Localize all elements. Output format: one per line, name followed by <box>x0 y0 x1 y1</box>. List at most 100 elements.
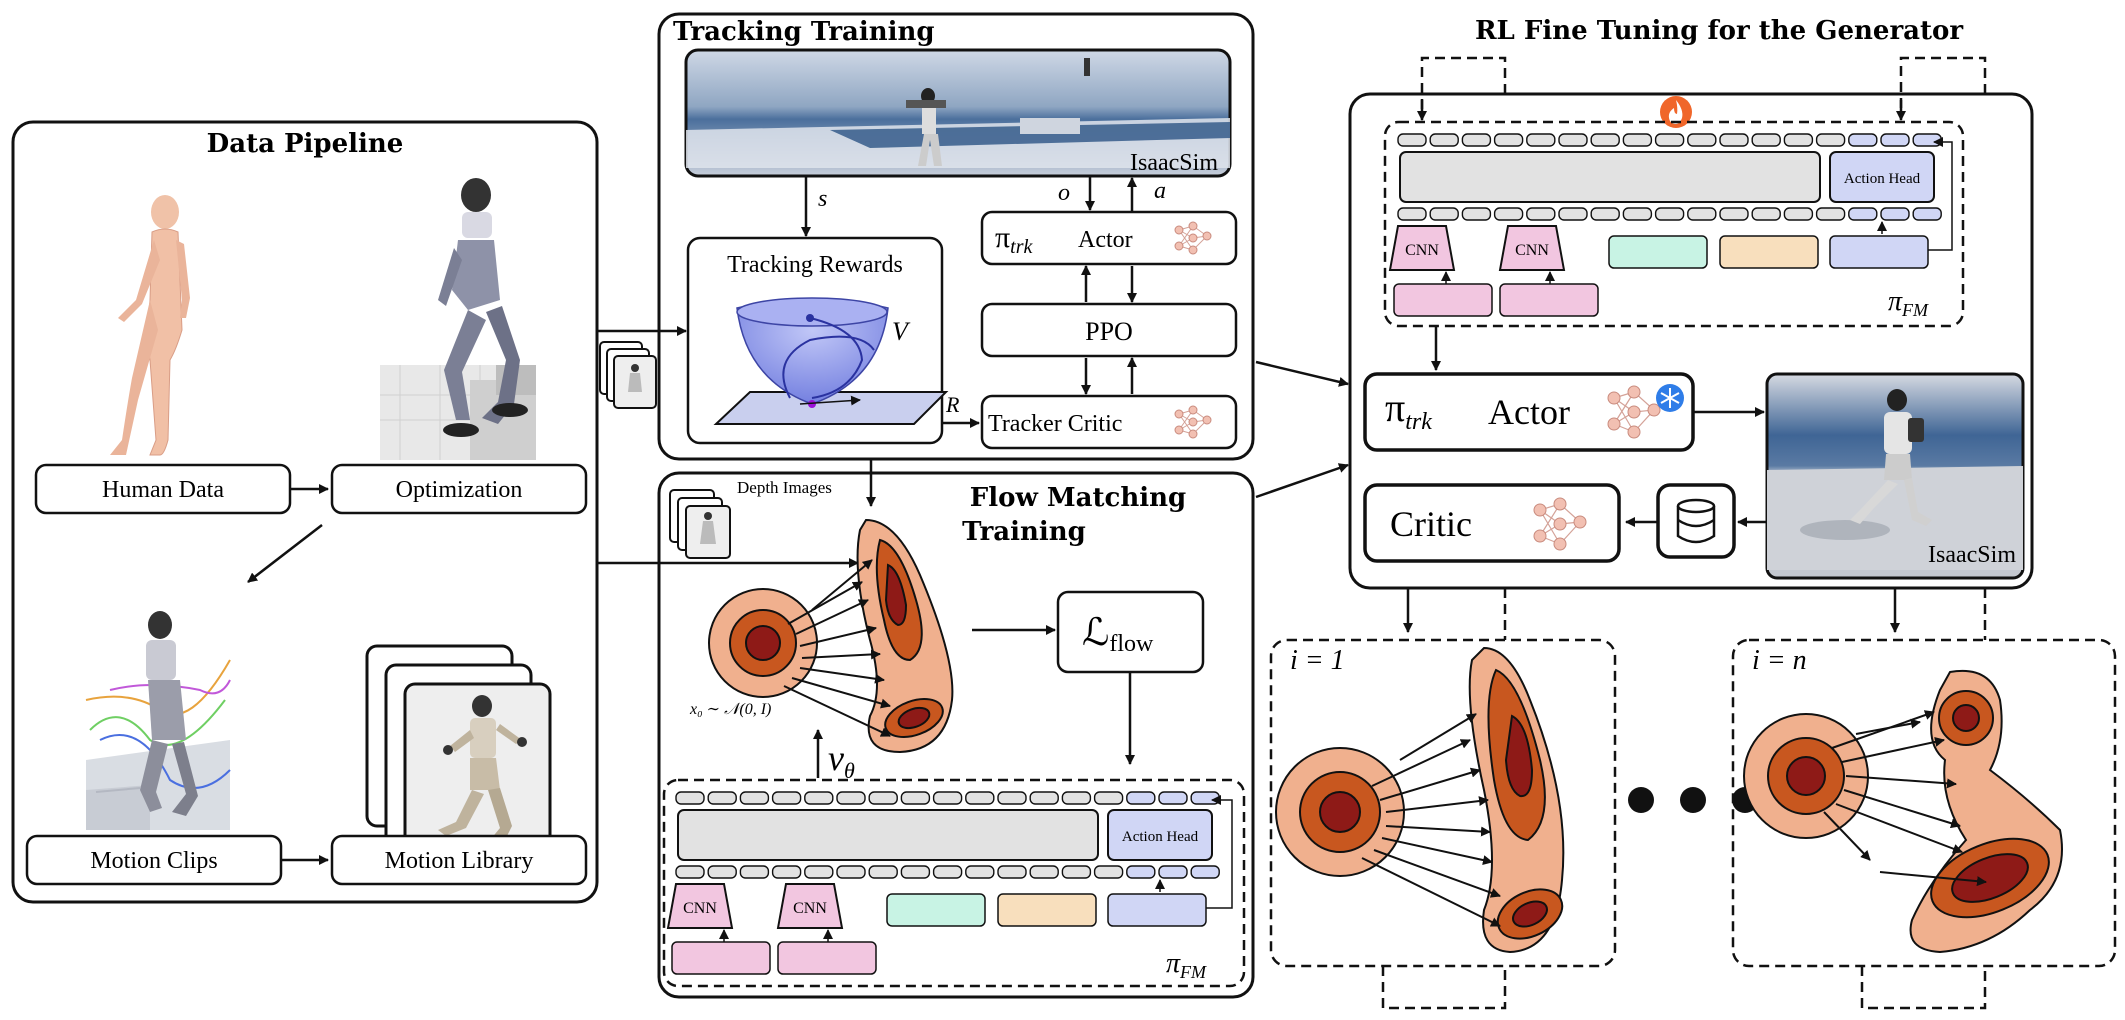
database-icon <box>1676 498 1716 544</box>
depth-images-label: Depth Images <box>737 478 832 497</box>
token-slot <box>1687 133 1717 147</box>
token-slot <box>1397 207 1427 221</box>
pipeline-connectors <box>597 326 859 568</box>
state-s-label: s <box>818 186 827 212</box>
value-bowl-graphic <box>713 297 949 425</box>
rl-finetune-title: RL Fine Tuning for the Generator <box>1475 16 1963 46</box>
rl-policy-network: Action Head CNN CNN πFM <box>1383 120 1965 328</box>
token-slot <box>1029 865 1059 879</box>
token-slot <box>739 865 770 879</box>
rl-critic-label: Critic <box>1390 504 1472 544</box>
flow-pi-fm-sub: FM <box>1179 962 1207 982</box>
motion-library-stack <box>365 644 552 866</box>
x0-distribution-label: x₀ ∼ 𝒩(0, I) <box>689 701 771 718</box>
token-slot <box>771 791 802 805</box>
rl-pi-fm-symbol: π <box>1888 286 1903 317</box>
token-slot <box>739 791 770 805</box>
flow-matching-title-1: Flow Matching <box>970 483 1186 513</box>
isaacsim-rl-image <box>1765 372 2025 580</box>
rl-top-token-row <box>1397 133 1942 147</box>
token-slot <box>1093 791 1124 805</box>
token-slot <box>997 865 1027 879</box>
token-slot <box>1493 207 1524 221</box>
token-slot <box>1061 865 1092 879</box>
flow-matching-title-2: Training <box>962 517 1086 547</box>
ppo-box <box>980 302 1238 358</box>
tracking-actor-box <box>980 210 1238 266</box>
flow-policy-network: Action Head CNN CNN πFM <box>662 778 1246 988</box>
token-slot <box>1461 133 1492 147</box>
svg-text:πFM: πFM <box>1166 948 1207 982</box>
token-slot <box>1397 133 1427 147</box>
rl-action-head-label: Action Head <box>1844 171 1921 187</box>
iteration-1-label: i = 1 <box>1290 645 1345 676</box>
obs-o-label: o <box>1058 180 1070 206</box>
token-slot <box>997 791 1027 805</box>
token-slot <box>1126 791 1156 805</box>
token-slot <box>1590 133 1620 147</box>
token-slot <box>1158 791 1188 805</box>
token-slot <box>836 865 866 879</box>
tracking-rewards-label: Tracking Rewards <box>727 252 903 278</box>
token-slot <box>1093 865 1124 879</box>
data-pipeline-title: Data Pipeline <box>207 129 404 159</box>
flow-source-blob <box>708 588 818 698</box>
svg-text:πtrk: πtrk <box>1385 385 1432 435</box>
token-slot <box>900 865 931 879</box>
token-slot <box>1751 207 1781 221</box>
rl-bottom-token-row <box>1397 207 1942 221</box>
token-slot <box>1815 207 1846 221</box>
flow-cnn2-label: CNN <box>793 900 827 917</box>
token-slot <box>1429 133 1459 147</box>
v-theta-symbol: v <box>828 738 844 778</box>
human-figure-image <box>110 195 190 456</box>
token-slot <box>1029 791 1059 805</box>
rl-actor-sub: trk <box>1405 409 1432 435</box>
v-theta-sub: θ <box>844 758 855 783</box>
action-a-label: a <box>1154 178 1166 204</box>
token-slot <box>804 865 834 879</box>
token-slot <box>675 865 705 879</box>
token-slot <box>1526 133 1556 147</box>
token-slot <box>965 865 995 879</box>
flow-top-token-row <box>675 791 1220 805</box>
robot-optimization-image <box>380 178 536 460</box>
human-data-label: Human Data <box>102 477 224 503</box>
svg-text:πtrk: πtrk <box>995 221 1033 258</box>
rl-critic-network-icon <box>1533 497 1587 551</box>
token-slot <box>1590 207 1620 221</box>
token-slot <box>1061 791 1092 805</box>
token-slot <box>1461 207 1492 221</box>
isaacsim-tracking-image <box>684 48 1232 178</box>
token-slot <box>1880 207 1910 221</box>
token-slot <box>1190 791 1220 805</box>
token-slot <box>1654 133 1685 147</box>
token-slot <box>675 791 705 805</box>
token-slot <box>1190 865 1220 879</box>
token-slot <box>804 791 834 805</box>
motion-library-box <box>330 834 588 886</box>
rl-actor-network-icon <box>1607 385 1661 439</box>
token-slot <box>1848 133 1878 147</box>
tracking-training-title: Tracking Training <box>673 17 935 47</box>
flow-target-blob <box>856 518 954 754</box>
motion-library-label: Motion Library <box>385 848 534 874</box>
token-slot <box>1558 133 1588 147</box>
token-slot <box>932 791 963 805</box>
token-slot <box>836 791 866 805</box>
rl-cnn1-label: CNN <box>1405 242 1439 259</box>
isaacsim-tracking-label: IsaacSim <box>1130 150 1218 176</box>
svg-text:ℒflow: ℒflow <box>1082 612 1154 657</box>
flow-matching-panel: Flow Matching Training Depth Images <box>657 471 1255 999</box>
actor-network-icon <box>1174 221 1212 255</box>
isaacsim-rl-label: IsaacSim <box>1928 542 2016 568</box>
token-slot <box>1848 207 1878 221</box>
flow-action-head-label: Action Head <box>1122 829 1199 845</box>
iteration-n-label: i = n <box>1752 645 1807 676</box>
token-slot <box>1880 133 1910 147</box>
fire-icon <box>1660 96 1692 128</box>
rl-cnn2-label: CNN <box>1515 242 1549 259</box>
depth-images-stack <box>669 489 731 559</box>
critic-network-icon <box>1174 405 1212 439</box>
